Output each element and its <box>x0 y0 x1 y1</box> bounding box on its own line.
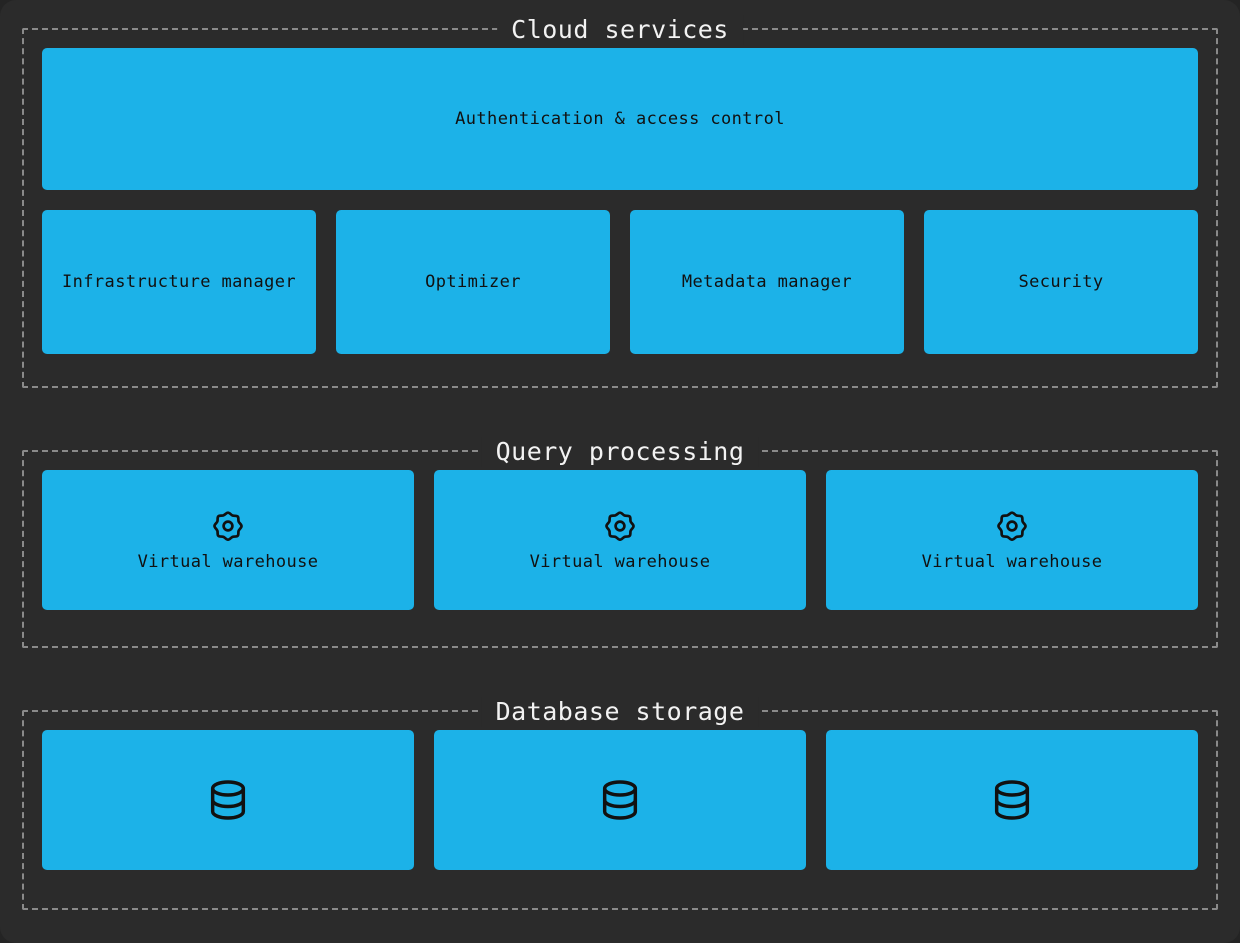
card-virtual-warehouse-3[interactable]: Virtual warehouse <box>826 470 1198 610</box>
card-metadata-manager[interactable]: Metadata manager <box>630 210 904 354</box>
card-authentication-access-control[interactable]: Authentication & access control <box>42 48 1198 190</box>
card-security[interactable]: Security <box>924 210 1198 354</box>
cloud-services-secondary-row: Infrastructure manager Optimizer Metadat… <box>42 210 1198 354</box>
query-processing-row: Virtual warehouse Virtual warehouse <box>42 470 1198 610</box>
cloud-services-primary-row: Authentication & access control <box>42 48 1198 190</box>
card-database-3[interactable] <box>826 730 1198 870</box>
card-label: Metadata manager <box>681 272 853 292</box>
card-infrastructure-manager[interactable]: Infrastructure manager <box>42 210 316 354</box>
card-label: Security <box>1018 272 1104 292</box>
card-database-1[interactable] <box>42 730 414 870</box>
card-label: Optimizer <box>425 272 521 292</box>
gear-icon <box>603 509 637 543</box>
card-label: Infrastructure manager <box>62 272 296 292</box>
section-title-query-processing: Query processing <box>481 437 759 467</box>
card-label: Virtual warehouse <box>529 551 711 572</box>
card-database-2[interactable] <box>434 730 806 870</box>
card-label: Virtual warehouse <box>137 551 319 572</box>
section-cloud-services: Cloud services Authentication & access c… <box>22 15 1218 388</box>
database-icon <box>597 777 643 823</box>
card-virtual-warehouse-2[interactable]: Virtual warehouse <box>434 470 806 610</box>
section-database-storage: Database storage <box>22 697 1218 910</box>
section-title-database-storage: Database storage <box>481 697 759 727</box>
card-virtual-warehouse-1[interactable]: Virtual warehouse <box>42 470 414 610</box>
gear-icon <box>995 509 1029 543</box>
gear-icon <box>211 509 245 543</box>
database-icon <box>989 777 1035 823</box>
card-label: Authentication & access control <box>455 109 785 129</box>
database-icon <box>205 777 251 823</box>
card-optimizer[interactable]: Optimizer <box>336 210 610 354</box>
section-query-processing: Query processing Virtual warehouse <box>22 437 1218 648</box>
card-label: Virtual warehouse <box>921 551 1103 572</box>
database-storage-row <box>42 730 1198 870</box>
section-title-cloud-services: Cloud services <box>497 15 743 45</box>
